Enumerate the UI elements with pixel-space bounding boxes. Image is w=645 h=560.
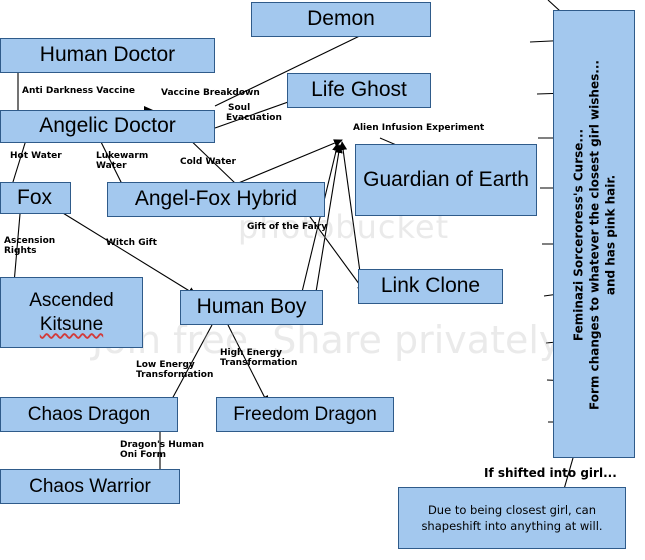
ascended-kitsune-line1: Ascended <box>29 289 114 311</box>
label-alien-infusion-experiment: Alien Infusion Experiment <box>353 123 485 133</box>
node-link-clone: Link Clone <box>358 269 503 304</box>
arrow-angelic-doctor-to-demon <box>214 29 373 107</box>
label-witch-gift: Witch Gift <box>106 238 157 248</box>
label-dragons-human-oni-form: Dragon's Human Oni Form <box>120 440 204 461</box>
label-low-energy-transformation: Low Energy Transformation <box>136 360 213 381</box>
node-ascended-kitsune: Ascended Kitsune <box>0 277 143 348</box>
arrow-human-boy-to-alien-experiment <box>301 142 341 293</box>
label-gift-of-the-fairy: Gift of the Fairy <box>247 222 328 232</box>
arrow-hybrid-to-link-clone <box>304 209 366 293</box>
arrow-fox-to-human-boy <box>57 209 197 296</box>
closest-girl-box: Due to being closest girl, can shapeshif… <box>398 487 626 549</box>
arrow-hybrid-to-alien-experiment <box>235 139 343 185</box>
label-if-shifted-into-girl: If shifted into girl... <box>484 466 617 480</box>
label-anti-darkness-vaccine: Anti Darkness Vaccine <box>22 86 136 96</box>
closest-girl-line2: shapeshift into anything at will. <box>421 519 603 533</box>
curse-line3: and has pink hair. <box>604 174 619 296</box>
arrow-link-clone-to-alien-experiment <box>339 141 361 273</box>
node-angelic-doctor: Angelic Doctor <box>0 110 215 143</box>
label-low-energy-line1: Low Energy <box>136 360 195 370</box>
label-lukewarm-water: Lukewarm Water <box>96 151 148 172</box>
node-guardian-of-earth: Guardian of Earth <box>355 144 537 216</box>
curse-line1: Feminazi Sorceroress's Curse... <box>571 128 586 342</box>
label-soul-evacuation-line2: Evacuation <box>226 113 282 124</box>
arrow-human-boy-to-alien-experiment-2 <box>315 144 343 293</box>
label-ascension-rights-line2: Rights <box>4 246 37 257</box>
curse-text: Feminazi Sorceroress's Curse... Form cha… <box>571 20 620 450</box>
arrow-human-boy-to-freedom-dragon <box>227 324 269 405</box>
node-human-doctor: Human Doctor <box>0 38 215 73</box>
closest-girl-line1: Due to being closest girl, can <box>427 502 597 517</box>
node-freedom-dragon: Freedom Dragon <box>216 397 394 432</box>
node-fox: Fox <box>0 182 71 214</box>
label-soul-evacuation-line1: Soul <box>228 103 251 113</box>
node-angel-fox-hybrid: Angel-Fox Hybrid <box>107 182 325 217</box>
curse-line2: Form changes to whatever the closest gir… <box>587 60 602 410</box>
label-dragons-human-line2: Oni Form <box>120 450 167 461</box>
label-high-energy-line1: High Energy <box>220 348 283 358</box>
node-demon: Demon <box>251 2 431 37</box>
node-chaos-warrior: Chaos Warrior <box>0 469 180 504</box>
label-high-energy-line2: Transformation <box>220 358 298 369</box>
node-life-ghost: Life Ghost <box>287 73 431 108</box>
label-high-energy-transformation: High Energy Transformation <box>220 348 297 369</box>
label-ascension-rights-line1: Ascension <box>4 236 56 246</box>
label-cold-water: Cold Water <box>180 157 236 167</box>
label-dragons-human-line1: Dragon's Human <box>120 440 205 450</box>
node-chaos-dragon: Chaos Dragon <box>0 397 178 432</box>
label-hot-water: Hot Water <box>10 151 62 161</box>
label-lukewarm-water-line1: Lukewarm <box>96 151 149 161</box>
node-human-boy: Human Boy <box>180 290 323 325</box>
curse-box: Feminazi Sorceroress's Curse... Form cha… <box>553 10 635 458</box>
label-soul-evacuation: Soul Evacuation <box>226 103 282 124</box>
ascended-kitsune-line2: Kitsune <box>39 313 104 335</box>
label-lukewarm-water-line2: Water <box>96 161 127 172</box>
label-ascension-rights: Ascension Rights <box>4 236 55 257</box>
label-vaccine-breakdown: Vaccine Breakdown <box>161 88 260 98</box>
label-low-energy-line2: Transformation <box>136 370 214 381</box>
